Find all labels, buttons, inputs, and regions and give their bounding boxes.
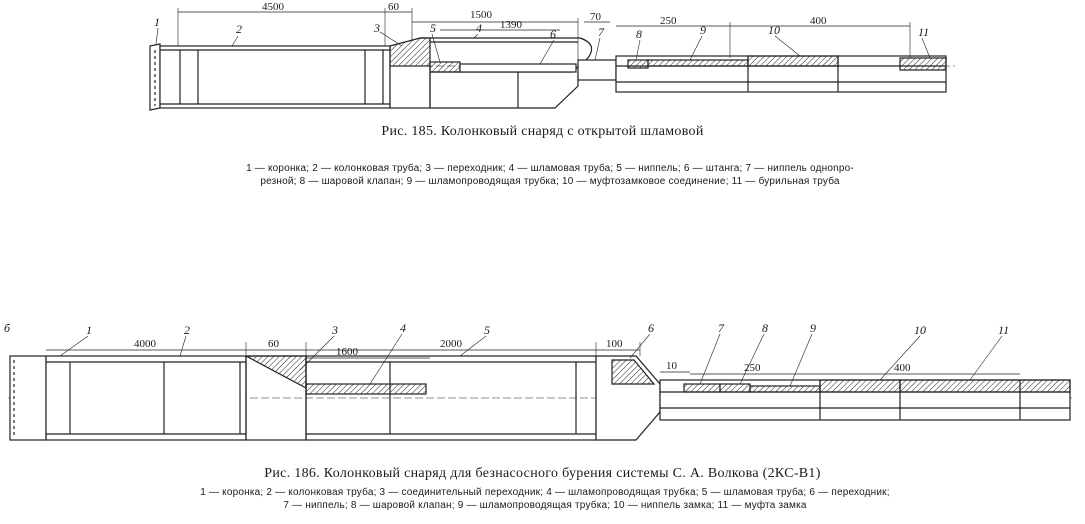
part-number-9: 9	[700, 23, 706, 37]
dimension-1500: 1500	[470, 9, 493, 21]
dimension-400: 400	[810, 15, 827, 27]
part-number-8: 8	[636, 27, 642, 41]
legend-item: 10 — муфтозамковое соединение;	[562, 176, 729, 187]
legend-item: 1 — коронка;	[246, 163, 310, 174]
figure-186: б 1 2 3 4 5 6 7 8 9 10 11 4000 60 1600 2…	[0, 262, 1085, 524]
legend-item: 6 — штанга;	[683, 163, 743, 174]
legend-item: 11 — муфта замка	[717, 500, 807, 511]
part-number-3: 3	[331, 323, 338, 337]
part-number-2: 2	[236, 22, 242, 36]
figure-186-legend: 1 — коронка; 2 — колонковая труба; 3 — с…	[20, 486, 1070, 512]
figure-186-caption: Рис. 186. Колонковый снаряд для безнасос…	[264, 466, 821, 481]
part-number-8: 8	[762, 321, 768, 335]
legend-item: резной;	[260, 176, 297, 187]
legend-item: 5 — ниппель;	[616, 163, 681, 174]
legend-item: 2 — колонковая труба;	[266, 487, 377, 498]
legend-item: 4 — шламовая труба;	[508, 163, 614, 174]
part-number-4: 4	[476, 21, 482, 35]
dimension-250: 250	[744, 362, 761, 374]
legend-item: 2 — колонковая труба;	[312, 163, 423, 174]
legend-item: 10 — ниппель замка;	[613, 500, 715, 511]
figure-185-legend: 1 — коронка; 2 — колонковая труба; 3 — п…	[110, 162, 990, 188]
dimension-100: 100	[606, 338, 623, 350]
legend-item: 8 — шаровой клапан;	[350, 500, 455, 511]
dimension-4000: 4000	[134, 338, 157, 350]
part-number-6: 6	[550, 27, 556, 41]
dimension-10: 10	[666, 360, 678, 372]
dimension-1390: 1390	[500, 19, 523, 31]
part-number-6: 6	[648, 321, 654, 335]
part-number-1: 1	[86, 323, 92, 337]
part-number-4: 4	[400, 321, 406, 335]
legend-item: 9 — шламопроводящая трубка;	[457, 500, 611, 511]
part-number-11: 11	[918, 25, 929, 39]
dimension-70: 70	[590, 11, 602, 23]
legend-item: 9 — шламопроводящая трубка;	[406, 176, 560, 187]
dimension-60: 60	[268, 338, 280, 350]
part-number-2: 2	[184, 323, 190, 337]
legend-item: 5 — шламовая труба;	[701, 487, 807, 498]
edge-mark: б	[4, 321, 11, 335]
part-number-5: 5	[430, 21, 436, 35]
part-number-5: 5	[484, 323, 490, 337]
legend-item: 1 — коронка;	[200, 487, 264, 498]
dimension-400: 400	[894, 362, 911, 374]
dimension-1600: 1600	[336, 346, 359, 358]
legend-item: 11 — бурильная труба	[731, 176, 840, 187]
part-number-1: 1	[154, 15, 160, 29]
legend-item: 8 — шаровой клапан;	[299, 176, 404, 187]
legend-item: 3 — соединительный переходник;	[379, 487, 544, 498]
legend-item: 6 — переходник;	[809, 487, 890, 498]
part-number-3: 3	[373, 21, 380, 35]
dimension-250: 250	[660, 15, 677, 27]
legend-item: 4 — шламопроводящая трубка;	[546, 487, 699, 498]
figure-185: 1 2 3 5 4 6 7 8 9 10 11 4500 60 1500 139…	[0, 0, 1085, 215]
figure-185-caption: Рис. 185. Колонковый снаряд с открытой ш…	[381, 124, 704, 139]
legend-item: 7 — ниппель одноnpo-	[745, 163, 854, 174]
dimension-2000: 2000	[440, 338, 463, 350]
part-number-11: 11	[998, 323, 1009, 337]
drill-assembly-186-drawing: б 1 2 3 4 5 6 7 8 9 10 11 4000 60 1600 2…	[4, 321, 1075, 441]
dimension-4500: 4500	[262, 1, 285, 13]
drill-assembly-185-drawing: 1 2 3 5 4 6 7 8 9 10 11 4500 60 1500 139…	[149, 1, 955, 111]
dimension-60: 60	[388, 1, 400, 13]
legend-item: 3 — переходник;	[425, 163, 506, 174]
part-number-10: 10	[768, 23, 780, 37]
part-number-10: 10	[914, 323, 926, 337]
part-number-7: 7	[598, 25, 605, 39]
part-number-9: 9	[810, 321, 816, 335]
legend-item: 7 — ниппель;	[283, 500, 348, 511]
part-number-7: 7	[718, 321, 725, 335]
